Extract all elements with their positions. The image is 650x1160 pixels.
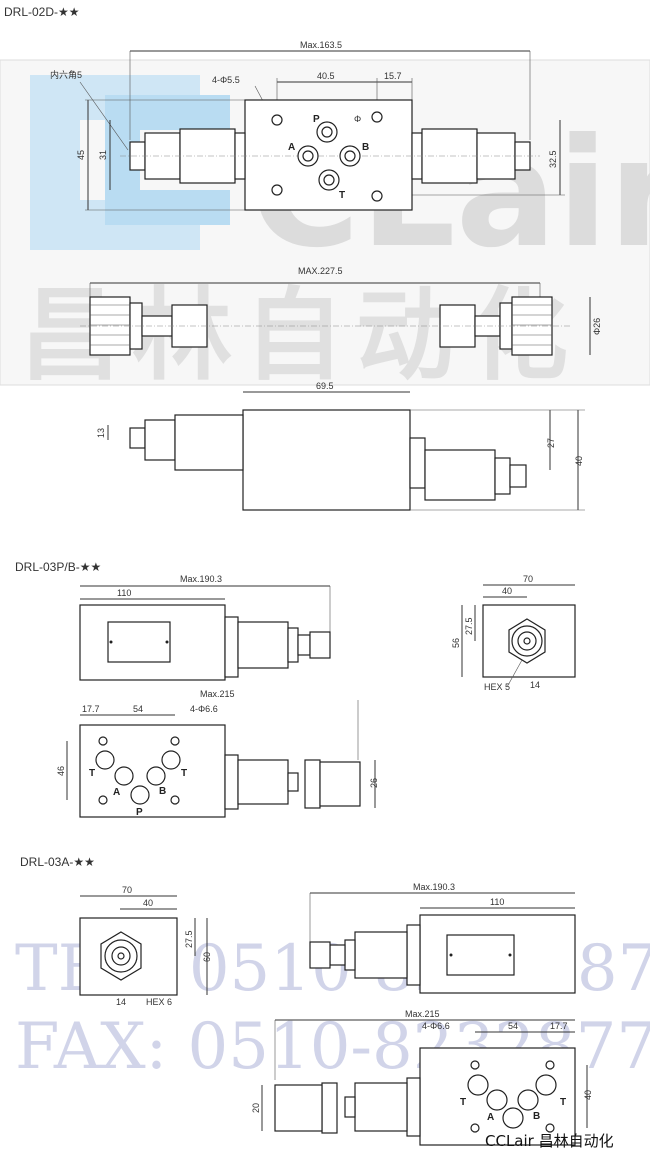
section1-title: DRL-02D-★★ bbox=[4, 5, 80, 19]
drl03pb-end-view: 70 40 27.5 56 HEX 5 14 bbox=[451, 574, 576, 692]
port-b: B bbox=[533, 1111, 540, 1122]
dim-max-length: Max.163.5 bbox=[300, 40, 342, 50]
dim-max-190-3: Max.190.3 bbox=[413, 882, 455, 892]
dim-max-227-5: MAX.227.5 bbox=[298, 266, 343, 276]
port-p: P bbox=[313, 114, 320, 125]
holes-label: 4-Φ6.6 bbox=[190, 704, 218, 714]
drl03a-bottom-view: Max.215 4-Φ6.6 54 17.7 T A B T 40 20 bbox=[251, 1009, 593, 1146]
section2-title: DRL-03P/B-★★ bbox=[15, 560, 101, 574]
dim-14: 14 bbox=[116, 997, 126, 1007]
dim-17-7: 17.7 bbox=[82, 704, 100, 714]
section3-title: DRL-03A-★★ bbox=[20, 855, 95, 869]
dim-20: 20 bbox=[251, 1103, 261, 1113]
drl03pb-bottom-view: Max.215 17.7 54 4-Φ6.6 T A P B T 46 26 bbox=[56, 689, 379, 818]
dim-69-5: 69.5 bbox=[316, 381, 334, 391]
dim-40: 40 bbox=[143, 898, 153, 908]
dim-26: 26 bbox=[369, 778, 379, 788]
dim-31: 31 bbox=[98, 150, 108, 160]
port-a: A bbox=[288, 142, 295, 153]
footer-brand: CCLair 昌林自动化 bbox=[485, 1132, 614, 1150]
dim-14: 14 bbox=[530, 680, 540, 690]
dim-45: 45 bbox=[76, 150, 86, 160]
dim-40: 40 bbox=[583, 1090, 593, 1100]
dim-max-190-3: Max.190.3 bbox=[180, 574, 222, 584]
port-a: A bbox=[487, 1112, 494, 1123]
dim-17-7: 17.7 bbox=[550, 1021, 568, 1031]
port-b: B bbox=[159, 786, 166, 797]
dim-32-5: 32.5 bbox=[548, 150, 558, 168]
dim-26: Φ26 bbox=[592, 318, 602, 335]
port-t: T bbox=[339, 190, 345, 201]
dim-40: 40 bbox=[502, 586, 512, 596]
hex-label: HEX 5 bbox=[484, 682, 510, 692]
drl02d-side-view: MAX.227.5 Φ26 bbox=[80, 266, 602, 356]
port-p: P bbox=[136, 807, 143, 818]
drl03a-end-view: 70 40 27.5 60 14 HEX 6 bbox=[79, 885, 212, 1007]
drl03a-side-view: Max.190.3 110 bbox=[309, 882, 576, 994]
dim-46: 46 bbox=[56, 766, 66, 776]
dim-27: 27 bbox=[546, 438, 556, 448]
drl03pb-side-view: Max.190.3 110 bbox=[79, 574, 331, 681]
dim-13: 13 bbox=[96, 428, 106, 438]
port-t-right: T bbox=[560, 1097, 566, 1108]
phi-symbol: Φ bbox=[354, 114, 361, 124]
dim-40-5: 40.5 bbox=[317, 71, 335, 81]
port-t-left: T bbox=[89, 768, 95, 779]
dim-max-215: Max.215 bbox=[200, 689, 235, 699]
dim-70: 70 bbox=[122, 885, 132, 895]
holes-label: 4-Φ6.6 bbox=[422, 1021, 450, 1031]
dim-70: 70 bbox=[523, 574, 533, 584]
drl02d-top-view: Max.163.5 内六角5 4-Φ5.5 40.5 15.7 45 31 32… bbox=[50, 40, 565, 211]
dim-110: 110 bbox=[490, 897, 504, 907]
dim-max-215: Max.215 bbox=[405, 1009, 440, 1019]
hex-label: HEX 6 bbox=[146, 997, 172, 1007]
dim-27-5: 27.5 bbox=[464, 617, 474, 635]
drl02d-front-view: 69.5 13 27 40 bbox=[96, 381, 585, 511]
dim-56: 56 bbox=[451, 638, 461, 648]
dim-110: 110 bbox=[117, 588, 131, 598]
port-a: A bbox=[113, 787, 120, 798]
port-t-right: T bbox=[181, 768, 187, 779]
dim-27-5: 27.5 bbox=[184, 930, 194, 948]
dim-60: 60 bbox=[202, 952, 212, 962]
dim-40: 40 bbox=[574, 456, 584, 466]
holes-label: 4-Φ5.5 bbox=[212, 75, 240, 85]
port-b: B bbox=[362, 142, 369, 153]
hex-label: 内六角5 bbox=[50, 69, 82, 80]
dim-15-7: 15.7 bbox=[384, 71, 402, 81]
dim-54: 54 bbox=[133, 704, 143, 714]
dim-54: 54 bbox=[508, 1021, 518, 1031]
port-t-left: T bbox=[460, 1097, 466, 1108]
